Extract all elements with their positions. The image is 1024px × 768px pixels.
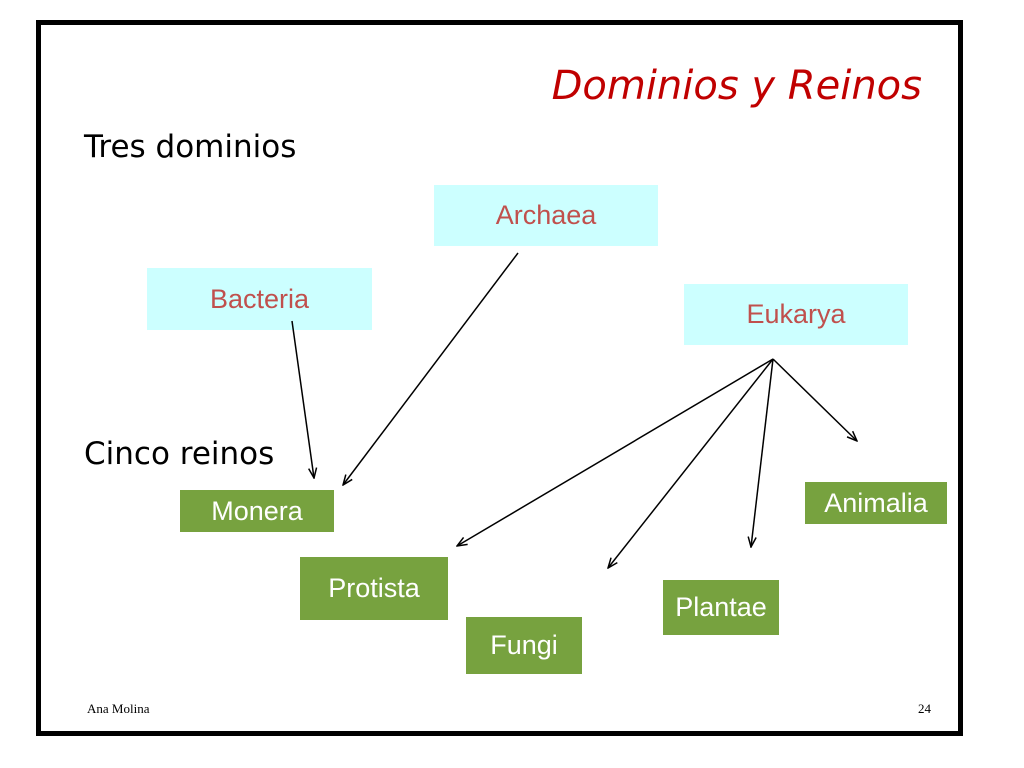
domain-eukarya-box: Eukarya bbox=[684, 284, 908, 345]
domain-bacteria-box: Bacteria bbox=[147, 268, 372, 330]
domain-archaea-box: Archaea bbox=[434, 185, 658, 246]
kingdoms-heading: Cinco reinos bbox=[84, 436, 275, 472]
kingdom-fungi-box: Fungi bbox=[466, 617, 582, 674]
slide: Dominios y Reinos Tres dominios Cinco re… bbox=[36, 20, 963, 736]
kingdom-fungi-label: Fungi bbox=[490, 630, 558, 660]
domain-eukarya-label: Eukarya bbox=[746, 299, 846, 329]
arrow-eukarya-to-plantae bbox=[751, 358, 774, 547]
domain-bacteria-label: Bacteria bbox=[209, 283, 310, 314]
kingdom-animalia-box: Animalia bbox=[805, 482, 947, 524]
arrow-eukarya-to-animalia bbox=[772, 358, 857, 441]
arrow-eukarya-to-protista bbox=[457, 358, 774, 546]
kingdom-monera-box: Monera bbox=[180, 490, 334, 532]
kingdom-monera-label: Monera bbox=[211, 495, 303, 526]
domain-archaea-label: Archaea bbox=[495, 200, 597, 230]
arrow-layer bbox=[291, 252, 958, 731]
kingdom-plantae-label: Plantae bbox=[675, 592, 767, 622]
kingdom-protista-box: Protista bbox=[300, 557, 448, 620]
footer-page-number: 24 bbox=[918, 701, 931, 716]
kingdom-plantae-box: Plantae bbox=[663, 580, 779, 635]
kingdom-protista-label: Protista bbox=[328, 573, 420, 603]
arrow-bacteria-to-monera bbox=[291, 320, 314, 478]
arrow-archaea-to-monera bbox=[343, 252, 519, 485]
footer-author: Ana Molina bbox=[87, 701, 150, 716]
arrow-eukarya-to-fungi bbox=[608, 358, 774, 568]
slide-title: Dominios y Reinos bbox=[551, 63, 922, 109]
domains-heading: Tres dominios bbox=[84, 129, 297, 165]
kingdom-animalia-label: Animalia bbox=[824, 487, 928, 518]
